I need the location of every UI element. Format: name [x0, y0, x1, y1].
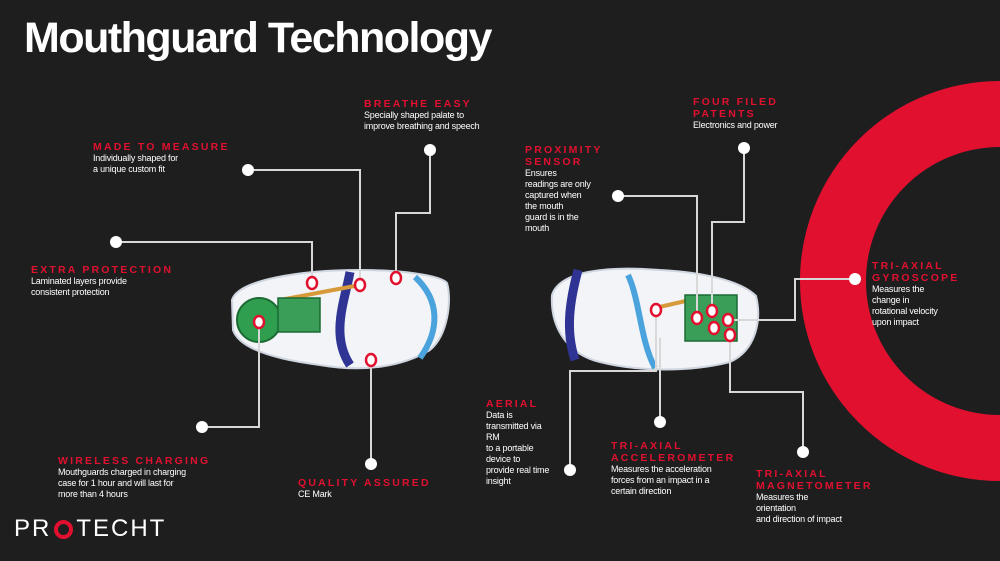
- feature-desc-line: Specially shaped palate to: [364, 110, 464, 120]
- feature-extra-protection: EXTRA PROTECTION Laminated layers provid…: [31, 264, 173, 298]
- marker-rings: [252, 270, 737, 368]
- feature-desc-line: captured when: [525, 190, 582, 200]
- feature-desc-line: a unique custom fit: [93, 164, 165, 174]
- feature-desc-line: readings are only: [525, 179, 591, 189]
- feature-desc-line: Electronics and power: [693, 120, 778, 130]
- feature-heading: TRI-AXIAL: [756, 468, 828, 480]
- feature-desc-line: the mouth: [525, 201, 564, 211]
- feature-desc-line: provide real time: [486, 465, 550, 475]
- feature-heading: MAGNETOMETER: [756, 480, 873, 492]
- feature-desc-line: consistent protection: [31, 287, 110, 297]
- feature-desc-line: CE Mark: [298, 489, 332, 499]
- feature-desc-line: Individually shaped for: [93, 153, 178, 163]
- feature-tri-axial-magnetometer: TRI-AXIAL MAGNETOMETER Measures the orie…: [756, 468, 873, 525]
- feature-desc-line: certain direction: [611, 486, 672, 496]
- feature-heading: TRI-AXIAL: [611, 440, 683, 452]
- feature-desc-line: transmitted via: [486, 421, 542, 431]
- feature-wireless-charging: WIRELESS CHARGING Mouthguards charged in…: [58, 455, 210, 500]
- feature-desc-line: Measures the acceleration: [611, 464, 712, 474]
- brand-logo: PR TECHT: [14, 513, 166, 545]
- feature-proximity-sensor: PROXIMITY SENSOR Ensures readings are on…: [525, 144, 603, 234]
- decorative-red-ring: [800, 81, 1000, 481]
- page-title: Mouthguard Technology: [24, 14, 492, 62]
- feature-desc-line: device to: [486, 454, 521, 464]
- logo-text-right: TECHT: [76, 515, 167, 542]
- feature-heading: WIRELESS CHARGING: [58, 455, 211, 467]
- feature-heading: MADE TO MEASURE: [93, 141, 230, 153]
- feature-desc-line: more than 4 hours: [58, 489, 128, 499]
- feature-desc-line: forces from an impact in a: [611, 475, 710, 485]
- feature-desc-line: improve breathing and speech: [364, 121, 480, 131]
- feature-heading: ACCELEROMETER: [611, 452, 736, 464]
- feature-desc-line: case for 1 hour and will last for: [58, 478, 174, 488]
- feature-desc-line: rotational velocity: [872, 306, 938, 316]
- feature-heading: FOUR FILED: [693, 96, 778, 108]
- feature-desc-line: RM: [486, 432, 500, 442]
- feature-heading: GYROSCOPE: [872, 272, 960, 284]
- feature-desc-line: mouth: [525, 223, 550, 233]
- feature-desc-line: Measures the: [756, 492, 809, 502]
- feature-heading: PROXIMITY: [525, 144, 603, 156]
- feature-heading: SENSOR: [525, 156, 583, 168]
- logo-text-left: PR: [14, 515, 52, 542]
- feature-four-filed-patents: FOUR FILED PATENTS Electronics and power: [693, 96, 778, 131]
- feature-desc-line: Laminated layers provide: [31, 276, 127, 286]
- feature-desc-line: Data is: [486, 410, 513, 420]
- circuit-board-left: [277, 297, 321, 333]
- feature-desc-line: to a portable: [486, 443, 534, 453]
- feature-desc-line: Ensures: [525, 168, 557, 178]
- feature-desc-line: Measures the: [872, 284, 925, 294]
- feature-breathe-easy: BREATHE EASY Specially shaped palate to …: [364, 98, 480, 132]
- feature-desc-line: upon impact: [872, 317, 919, 327]
- feature-heading: QUALITY ASSURED: [298, 477, 431, 489]
- endpoint-dots: [110, 142, 861, 476]
- feature-desc-line: insight: [486, 476, 511, 486]
- mouthguard-left: [230, 268, 450, 370]
- feature-tri-axial-gyroscope: TRI-AXIAL GYROSCOPE Measures the change …: [872, 260, 959, 328]
- feature-heading: PATENTS: [693, 108, 756, 120]
- feature-heading: TRI-AXIAL: [872, 260, 944, 272]
- feature-desc-line: orientation: [756, 503, 796, 513]
- feature-tri-axial-accelerometer: TRI-AXIAL ACCELEROMETER Measures the acc…: [611, 440, 735, 497]
- feature-quality-assured: QUALITY ASSURED CE Mark: [298, 477, 431, 500]
- feature-desc-line: and direction of impact: [756, 514, 842, 524]
- feature-desc-line: Mouthguards charged in charging: [58, 467, 186, 477]
- feature-heading: BREATHE EASY: [364, 98, 472, 110]
- feature-desc-line: change in: [872, 295, 910, 305]
- feature-heading: AERIAL: [486, 398, 539, 410]
- feature-desc-line: guard is in the: [525, 212, 579, 222]
- feature-aerial: AERIAL Data is transmitted via RM to a p…: [486, 398, 549, 487]
- feature-made-to-measure: MADE TO MEASURE Individually shaped for …: [93, 141, 230, 175]
- feature-heading: EXTRA PROTECTION: [31, 264, 174, 276]
- logo-ring-icon: [54, 519, 74, 539]
- connector-lines: [116, 148, 855, 470]
